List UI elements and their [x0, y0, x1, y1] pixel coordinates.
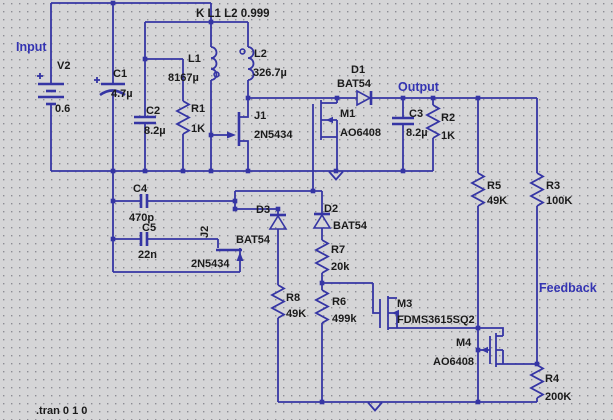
c4-ref[interactable]: C4 [133, 183, 148, 195]
junction-dots [110, 0, 540, 405]
r2-value[interactable]: 1K [441, 130, 455, 142]
c4-value[interactable]: 470p [129, 212, 154, 224]
d3-ref[interactable]: D3 [256, 204, 270, 216]
c1-ref[interactable]: C1 [113, 68, 127, 80]
diode-d3-icon[interactable] [268, 213, 288, 230]
j2-value[interactable]: 2N5434 [191, 258, 230, 270]
resistor-r7-icon[interactable] [314, 239, 330, 274]
l2-ref[interactable]: L2 [254, 48, 267, 60]
c2-value[interactable]: 8.2µ [144, 125, 166, 137]
net-label-input[interactable]: Input [16, 40, 47, 54]
v2-value[interactable]: 0.6 [55, 103, 70, 115]
d2-value[interactable]: BAT54 [333, 220, 368, 232]
r3-ref[interactable]: R3 [546, 180, 560, 192]
capacitor-c5-icon[interactable] [139, 232, 149, 246]
spice-directive[interactable]: .tran 0 1 0 [36, 405, 87, 417]
r1-ref[interactable]: R1 [191, 103, 205, 115]
capacitor-c2-icon[interactable] [134, 115, 156, 125]
diode-d2-icon[interactable] [312, 212, 332, 229]
r4-value[interactable]: 200K [545, 391, 571, 403]
v2-ref[interactable]: V2 [57, 60, 70, 72]
m3-ref[interactable]: M3 [397, 298, 412, 310]
c2-ref[interactable]: C2 [146, 105, 160, 117]
resistor-r6-icon[interactable] [314, 289, 330, 324]
r8-value[interactable]: 49K [286, 308, 306, 320]
net-label-output[interactable]: Output [398, 80, 440, 94]
mosfet-m4-icon[interactable] [481, 333, 504, 367]
m4-value[interactable]: AO6408 [433, 356, 474, 368]
d3-value[interactable]: BAT54 [236, 234, 271, 246]
resistor-r4-icon[interactable] [529, 364, 545, 399]
inductor-l2-icon[interactable] [239, 46, 255, 81]
mosfet-m3-icon[interactable] [379, 296, 399, 330]
r5-value[interactable]: 49K [487, 195, 507, 207]
r2-ref[interactable]: R2 [441, 112, 455, 124]
r3-value[interactable]: 100K [546, 195, 572, 207]
r7-value[interactable]: 20k [331, 261, 350, 273]
resistor-r2-icon[interactable] [425, 104, 441, 139]
r7-ref[interactable]: R7 [331, 244, 345, 256]
c5-value[interactable]: 22n [138, 249, 157, 261]
j1-ref[interactable]: J1 [254, 110, 266, 122]
capacitor-c4-icon[interactable] [139, 194, 149, 208]
capacitor-c3-icon[interactable] [392, 116, 414, 126]
r4-ref[interactable]: R4 [545, 373, 560, 385]
r6-ref[interactable]: R6 [332, 296, 346, 308]
net-label-feedback[interactable]: Feedback [539, 281, 597, 295]
c1-value[interactable]: 4.7µ [111, 88, 133, 100]
m1-ref[interactable]: M1 [340, 108, 355, 120]
jfet-j2-icon[interactable] [216, 248, 244, 261]
resistor-r1-icon[interactable] [175, 100, 191, 135]
diode-d1-icon[interactable] [356, 89, 373, 107]
d1-ref[interactable]: D1 [351, 64, 365, 76]
ground-icon[interactable] [328, 170, 344, 181]
j2-ref[interactable]: J2 [199, 226, 211, 238]
m4-ref[interactable]: M4 [456, 337, 472, 349]
r6-value[interactable]: 499k [332, 313, 357, 325]
r8-ref[interactable]: R8 [286, 292, 300, 304]
resistor-r8-icon[interactable] [270, 284, 286, 319]
coupling-statement[interactable]: K L1 L2 0.999 [196, 8, 270, 20]
d1-value[interactable]: BAT54 [337, 78, 372, 90]
mosfet-m1-icon[interactable] [312, 100, 338, 140]
resistor-r3-icon[interactable] [529, 172, 545, 207]
l1-ref[interactable]: L1 [188, 53, 201, 65]
m1-value[interactable]: AO6408 [340, 127, 381, 139]
capacitor-c1-icon[interactable] [94, 77, 126, 97]
jfet-j1-icon[interactable] [227, 112, 241, 146]
c3-value[interactable]: 8.2µ [406, 127, 428, 139]
c5-ref[interactable]: C5 [142, 222, 156, 234]
resistor-r5-icon[interactable] [470, 172, 486, 207]
l1-value[interactable]: 8167µ [168, 72, 199, 84]
c3-ref[interactable]: C3 [409, 108, 423, 120]
r1-value[interactable]: 1K [191, 123, 205, 135]
ground-icon[interactable] [367, 401, 383, 412]
battery-v2-icon[interactable] [37, 73, 64, 106]
j1-value[interactable]: 2N5434 [254, 129, 293, 141]
l2-value[interactable]: 326.7µ [253, 67, 287, 79]
d2-ref[interactable]: D2 [324, 203, 338, 215]
inductor-l1-icon[interactable] [210, 46, 220, 81]
m3-value[interactable]: FDMS3615SQ2 [397, 314, 475, 326]
r5-ref[interactable]: R5 [487, 180, 501, 192]
